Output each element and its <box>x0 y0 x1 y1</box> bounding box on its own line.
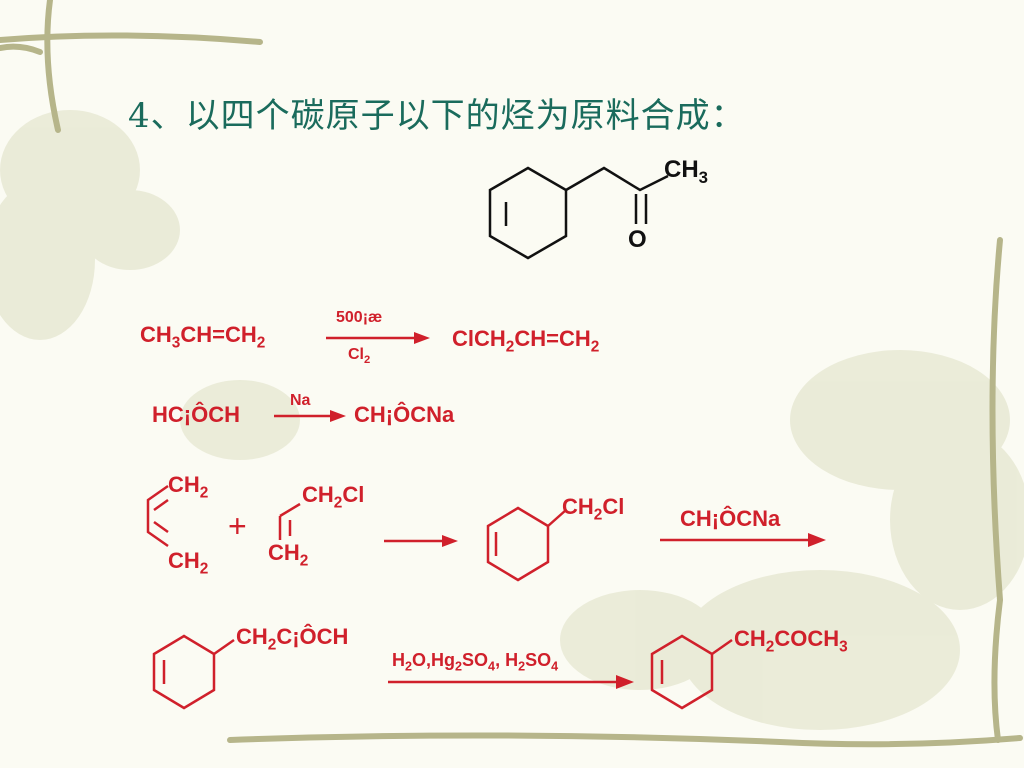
reaction4-reagent: H2O,Hg2SO4, H2SO4 <box>392 650 559 674</box>
reaction2-product: CH¡ÔCNa <box>354 402 455 427</box>
page-title: 4、以四个碳原子以下的烃为原料合成： <box>128 96 746 136</box>
cyclohexene-ch2cl-substituent: CH2Cl <box>562 494 625 524</box>
reaction2-reactant: HC¡ÔCH <box>152 402 240 427</box>
cyclohexene-propargyl-ring <box>152 634 235 710</box>
target-molecule-skeleton <box>488 166 669 260</box>
allyl-chloride-skeleton <box>278 502 301 540</box>
cyclohexene-ketone-ring <box>650 634 733 710</box>
plus-sign: + <box>228 508 247 544</box>
butadiene-skeleton <box>146 484 169 548</box>
butadiene-bottom-ch2: CH2 <box>168 548 209 578</box>
cyclohexene-ch2cl-ring <box>486 506 567 582</box>
reaction4-reactant-substituent: CH2C¡ÔCH <box>236 624 349 654</box>
reaction4-product-substituent: CH2COCH3 <box>734 626 848 656</box>
reaction1-product: ClCH2CH=CH2 <box>452 326 600 356</box>
allyl-chloride-top: CH2Cl <box>302 482 365 512</box>
target-ch3-label: CH3 <box>664 156 709 187</box>
reaction3-reagent: CH¡ÔCNa <box>680 506 781 531</box>
reaction2-condition: Na <box>290 392 311 409</box>
allyl-chloride-bottom: CH2 <box>268 540 309 570</box>
butadiene-top-ch2: CH2 <box>168 472 209 502</box>
reaction1-condition-temperature: 500¡æ <box>336 309 383 326</box>
reaction1-condition-reagent: Cl2 <box>348 346 371 366</box>
target-carbonyl-oxygen: O <box>628 226 647 253</box>
reaction1-reactant: CH3CH=CH2 <box>140 322 266 352</box>
